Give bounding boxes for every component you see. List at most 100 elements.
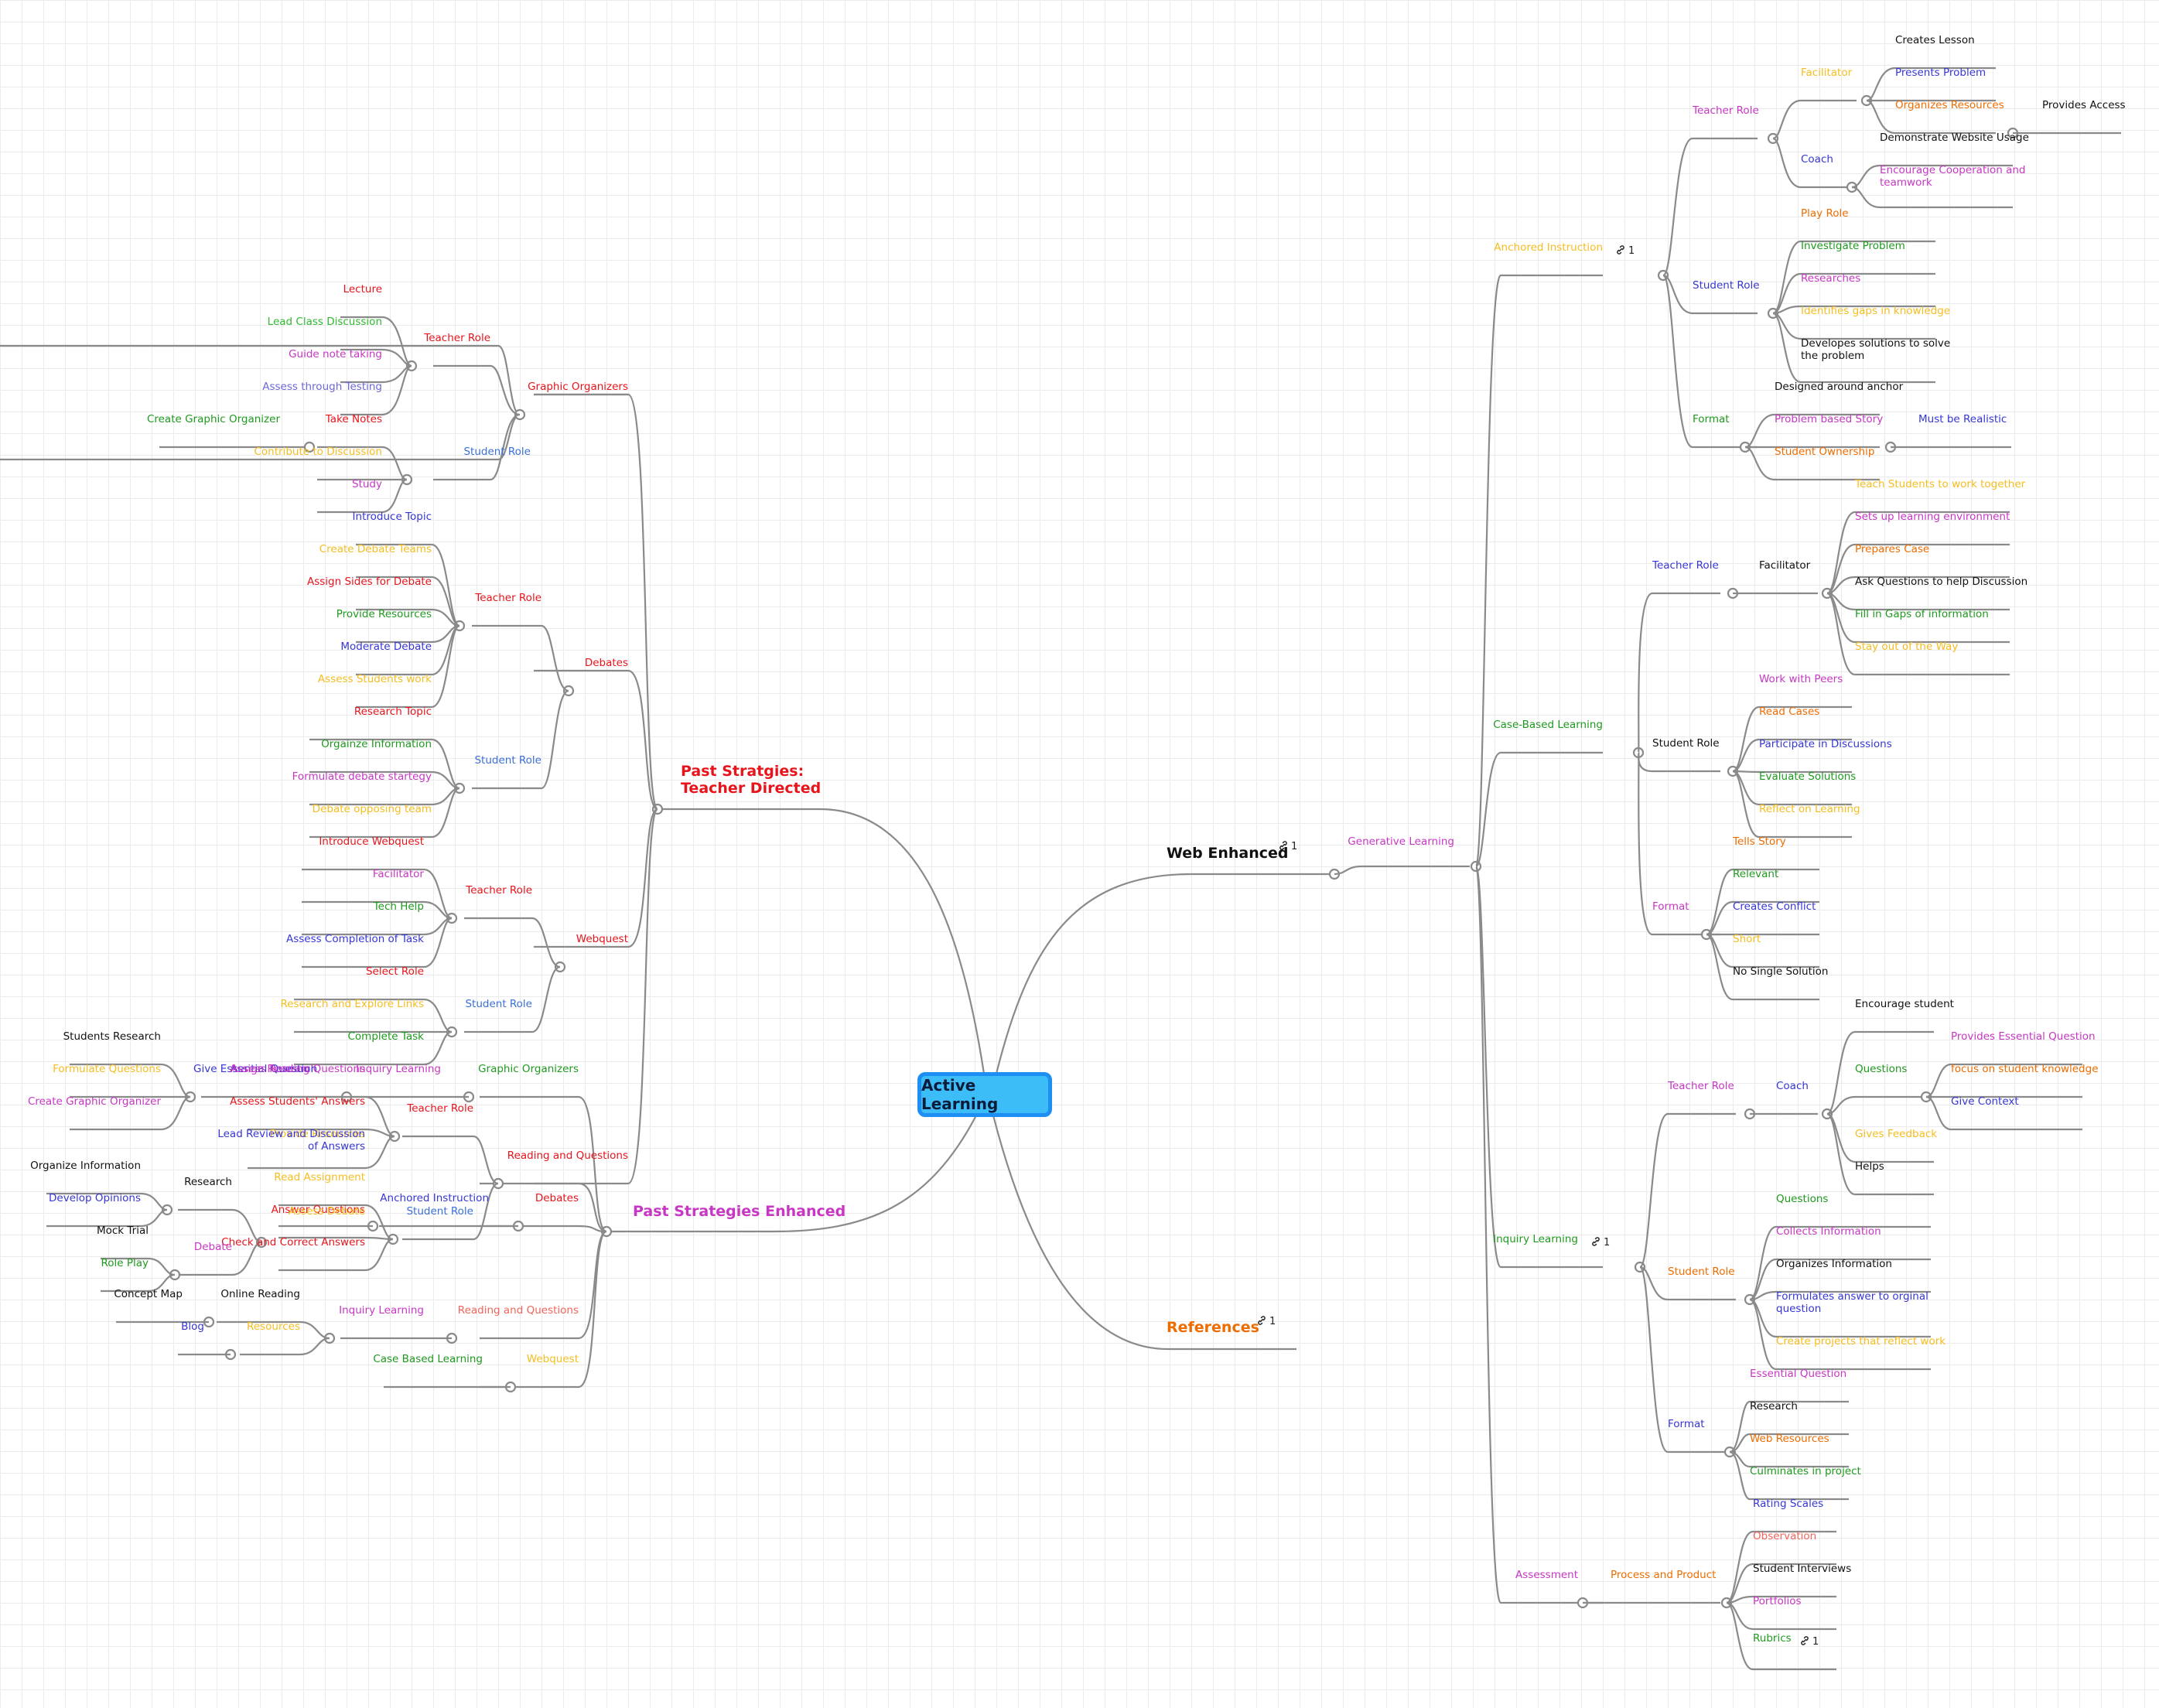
node-organizes-information[interactable]: Organizes Information xyxy=(1776,1258,1892,1270)
node-student-role[interactable]: Student Role xyxy=(1668,1266,1735,1278)
node-contribute-to-discussion[interactable]: Contribute to Discussion xyxy=(254,446,383,458)
node-research[interactable]: Research xyxy=(1750,1400,1798,1413)
node-reading-and-questions[interactable]: Reading and Questions xyxy=(507,1149,628,1162)
node-students-research[interactable]: Students Research xyxy=(63,1030,161,1043)
node-create-projects-that-reflect-work[interactable]: Create projects that reflect work xyxy=(1776,1335,1946,1348)
node-inquiry-learning[interactable]: Inquiry Learning xyxy=(339,1304,424,1317)
node-case-based-learning[interactable]: Case Based Learning xyxy=(373,1353,483,1365)
node-tells-story[interactable]: Tells Story xyxy=(1733,835,1786,848)
node-assess-students-work[interactable]: Assess Students work xyxy=(317,673,432,685)
node-teacher-role[interactable]: Teacher Role xyxy=(1693,104,1759,117)
node-student-interviews[interactable]: Student Interviews xyxy=(1753,1563,1852,1575)
node-debate-opposing-team[interactable]: Debate opposing team xyxy=(312,803,432,815)
branch-references[interactable]: References xyxy=(1167,1319,1259,1336)
node-assess-research[interactable]: Assess Research xyxy=(231,1063,317,1075)
node-research-and-explore-links[interactable]: Research and Explore Links xyxy=(280,998,424,1010)
node-generative-learning[interactable]: Generative Learning xyxy=(1348,835,1454,848)
node-provide-resources[interactable]: Provide Resources xyxy=(336,608,432,620)
node-complete-task[interactable]: Complete Task xyxy=(347,1030,425,1043)
node-lecture[interactable]: Lecture xyxy=(343,283,382,295)
node-student-role[interactable]: Student Role xyxy=(474,754,541,767)
node-assess-completion-of-task[interactable]: Assess Completion of Task xyxy=(285,933,424,945)
node-rubrics[interactable]: Rubrics xyxy=(1753,1632,1792,1645)
node-lead-class-discussion[interactable]: Lead Class Discussion xyxy=(267,316,382,328)
node-reading-and-questions[interactable]: Reading and Questions xyxy=(457,1304,579,1317)
node-essential-question[interactable]: Essential Question xyxy=(1750,1368,1847,1380)
node-provides-access[interactable]: Provides Access xyxy=(2042,99,2126,111)
node-graphic-organizers[interactable]: Graphic Organizers xyxy=(528,381,628,393)
node-play-role[interactable]: Play Role xyxy=(1801,207,1849,220)
node-study[interactable]: Study xyxy=(352,478,382,490)
node-introduce-topic[interactable]: Introduce Topic xyxy=(352,511,432,523)
node-work-with-peers[interactable]: Work with Peers xyxy=(1759,673,1843,685)
node-assess-debate[interactable]: Assess Debate xyxy=(288,1205,365,1218)
node-tech-help[interactable]: Tech Help xyxy=(373,900,424,913)
root-node-active-learning[interactable]: Active Learning xyxy=(917,1072,1052,1117)
node-no-single-solution[interactable]: No Single Solution xyxy=(1733,965,1829,978)
node-role-play[interactable]: Role Play xyxy=(101,1257,149,1269)
node-provide-resources[interactable]: Provide Resources xyxy=(269,1128,365,1140)
node-developes-solutions-to-solve-the-problem[interactable]: Developes solutions to solve the problem xyxy=(1801,337,1951,362)
node-webquest[interactable]: Webquest xyxy=(526,1353,579,1365)
node-student-role[interactable]: Student Role xyxy=(1652,737,1720,750)
branch-past-teacher-directed[interactable]: Past Stratgies: Teacher Directed xyxy=(681,763,822,797)
node-check-and-correct-answers[interactable]: Check and Correct Answers xyxy=(221,1236,365,1249)
node-creates-lesson[interactable]: Creates Lesson xyxy=(1895,34,1975,46)
collapse-knob[interactable] xyxy=(303,441,316,453)
node-orgainze-information[interactable]: Orgainze Information xyxy=(321,738,432,750)
node-resources[interactable]: Resources xyxy=(247,1320,300,1333)
node-research[interactable]: Research xyxy=(184,1176,232,1188)
node-give-essential-question[interactable]: Give Essential Question xyxy=(193,1063,317,1075)
node-teacher-role[interactable]: Teacher Role xyxy=(466,884,532,897)
node-teacher-role[interactable]: Teacher Role xyxy=(407,1102,473,1115)
node-teach-students-to-work-together[interactable]: Teach Students to work together xyxy=(1855,478,2026,490)
node-must-be-realistic[interactable]: Must be Realistic xyxy=(1918,413,2007,425)
node-relevant[interactable]: Relevant xyxy=(1733,868,1779,880)
node-formulates-answer-to-orginal-question[interactable]: Formulates answer to orginal question xyxy=(1776,1290,1928,1315)
node-participate-in-discussions[interactable]: Participate in Discussions xyxy=(1759,738,1892,750)
node-blog[interactable]: Blog xyxy=(181,1320,204,1333)
node-culminates-in-project[interactable]: Culminates in project xyxy=(1750,1465,1861,1477)
branch-past-strategies-enhanced[interactable]: Past Strategies Enhanced xyxy=(633,1203,846,1220)
node-case-based-learning[interactable]: Case-Based Learning xyxy=(1493,719,1603,731)
node-organizes-resources[interactable]: Organizes Resources xyxy=(1895,99,2004,111)
link-badge[interactable]: 1 xyxy=(1615,244,1635,257)
node-assign-reading-questions[interactable]: Assign Reading Questions xyxy=(230,1063,365,1075)
node-lead-review-and-discussion-of-answers[interactable]: Lead Review and Discussion of Answers xyxy=(217,1128,365,1153)
node-teacher-role[interactable]: Teacher Role xyxy=(424,332,490,344)
node-teacher-role[interactable]: Teacher Role xyxy=(1668,1080,1734,1092)
node-collects-information[interactable]: Collects Information xyxy=(1776,1225,1881,1238)
node-investigate-problem[interactable]: Investigate Problem xyxy=(1801,240,1905,252)
node-gives-feedback[interactable]: Gives Feedback xyxy=(1855,1128,1938,1140)
node-develop-opinions[interactable]: Develop Opinions xyxy=(49,1192,141,1204)
node-facilitator[interactable]: Facilitator xyxy=(1759,559,1811,572)
node-observation[interactable]: Observation xyxy=(1753,1530,1817,1542)
node-give-context[interactable]: Give Context xyxy=(1951,1095,2019,1108)
node-coach[interactable]: Coach xyxy=(1776,1080,1809,1092)
node-process-and-product[interactable]: Process and Product xyxy=(1611,1569,1717,1581)
node-reflect-on-learning[interactable]: Reflect on Learning xyxy=(1759,803,1860,815)
node-fill-in-gaps-of-information[interactable]: Fill in Gaps of information xyxy=(1855,608,1989,620)
node-format[interactable]: Format xyxy=(1652,900,1689,913)
node-student-role[interactable]: Student Role xyxy=(463,446,531,458)
node-assign-sides-for-debate[interactable]: Assign Sides for Debate xyxy=(307,576,432,588)
node-debate[interactable]: Debate xyxy=(193,1241,232,1253)
node-format[interactable]: Format xyxy=(1668,1418,1705,1430)
node-sets-up-learning-environment[interactable]: Sets up learning environment xyxy=(1855,511,2010,523)
node-questions[interactable]: Questions xyxy=(1776,1193,1829,1205)
node-answer-questions[interactable]: Answer Questions xyxy=(271,1204,365,1216)
node-portfolios[interactable]: Portfolios xyxy=(1753,1595,1802,1607)
node-debates[interactable]: Debates xyxy=(584,657,628,669)
node-short[interactable]: Short xyxy=(1733,933,1761,945)
node-facilitator[interactable]: Facilitator xyxy=(372,868,424,880)
node-take-notes[interactable]: Take Notes xyxy=(325,413,382,425)
node-student-role[interactable]: Student Role xyxy=(406,1205,473,1218)
node-evaluate-solutions[interactable]: Evaluate Solutions xyxy=(1759,770,1857,783)
node-format[interactable]: Format xyxy=(1693,413,1730,425)
node-formulate-questions[interactable]: Formulate Questions xyxy=(53,1063,161,1075)
node-student-ownership[interactable]: Student Ownership xyxy=(1775,446,1875,458)
node-teacher-role[interactable]: Teacher Role xyxy=(475,592,541,604)
node-concept-map[interactable]: Concept Map xyxy=(114,1288,183,1300)
node-read-cases[interactable]: Read Cases xyxy=(1759,705,1820,718)
node-introduce-webquest[interactable]: Introduce Webquest xyxy=(319,835,424,848)
